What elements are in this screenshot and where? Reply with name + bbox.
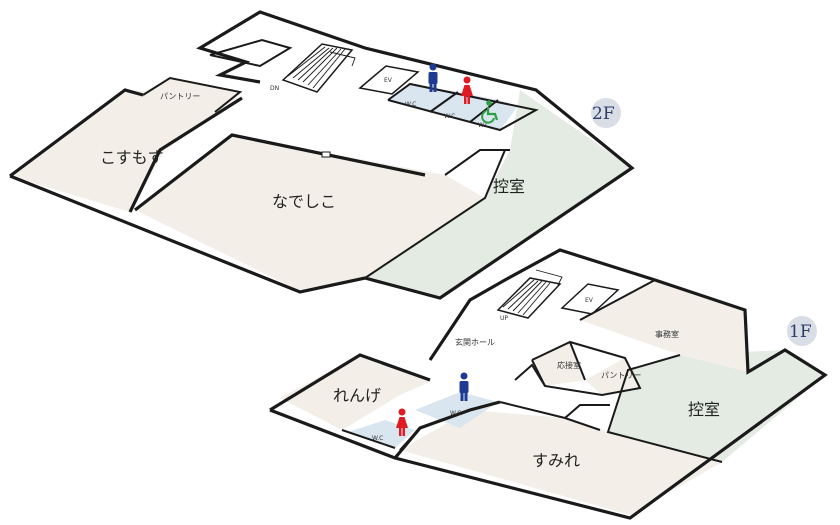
room-renge[interactable]: [280, 355, 430, 430]
room-pantry-1f[interactable]: [585, 358, 640, 395]
floor-1f: れんげ すみれ 控室 事務室 玄関ホール 応接室 パントリー EV W.C W.…: [269, 248, 828, 520]
elevator-2f[interactable]: [358, 65, 420, 95]
room-hikae-1f[interactable]: [608, 350, 825, 462]
room-osetsu[interactable]: [532, 342, 585, 386]
floor-label-2f: 2F: [592, 104, 615, 124]
room-nadeshiko[interactable]: [135, 135, 485, 290]
room-hikae-2f[interactable]: [365, 90, 632, 298]
label-ev-2f: EV: [384, 77, 393, 84]
stairs-1f: [496, 269, 563, 319]
label-genkan: 玄関ホール: [455, 337, 495, 347]
floor-2f: こすもす なでしこ 控室 パントリー EV W.C W.C W.C DN: [9, 10, 635, 300]
label-nadeshiko: なでしこ: [272, 192, 336, 211]
label-stairs-1f: UP: [500, 315, 508, 322]
male-toilet-icon: [459, 372, 469, 401]
floor-badge-1f: 1F: [787, 316, 817, 346]
label-hikae-1f: 控室: [688, 400, 720, 419]
elevator-1f[interactable]: [560, 283, 620, 315]
label-wc-male-2f: W.C: [405, 101, 416, 108]
room-sumire[interactable]: [400, 410, 722, 515]
room-wc-male-1f[interactable]: [415, 392, 498, 428]
room-kosumosu[interactable]: [10, 90, 242, 212]
label-pantry-1f: パントリー: [601, 371, 641, 380]
stairs-2f: [281, 43, 356, 93]
male-toilet-icon: [428, 63, 438, 92]
label-wc-access-2f: W.C: [478, 122, 489, 129]
room-jimushitsu[interactable]: [580, 280, 748, 372]
label-renge: れんげ: [333, 386, 381, 405]
label-wc-female-1f: W.C: [372, 435, 383, 442]
label-jimushitsu: 事務室: [655, 329, 679, 339]
accessible-toilet-icon: [481, 100, 499, 124]
label-wc-female-2f: W.C: [444, 113, 455, 120]
label-ev-1f: EV: [585, 297, 594, 304]
room-pantry-2f[interactable]: [143, 78, 240, 112]
floor-label-1f: 1F: [789, 322, 812, 342]
label-wc-male-1f: W.C: [450, 410, 461, 417]
label-kosumosu: こすもす: [100, 148, 164, 167]
label-sumire: すみれ: [532, 451, 580, 470]
label-hikae-2f: 控室: [493, 177, 525, 196]
female-toilet-icon: [461, 76, 473, 104]
female-toilet-icon: [396, 408, 408, 436]
label-pantry-2f: パントリー: [160, 92, 200, 101]
label-stairs-2f: DN: [270, 85, 279, 92]
label-osetsu: 応接室: [557, 360, 581, 370]
floor-badge-2f: 2F: [591, 98, 621, 128]
